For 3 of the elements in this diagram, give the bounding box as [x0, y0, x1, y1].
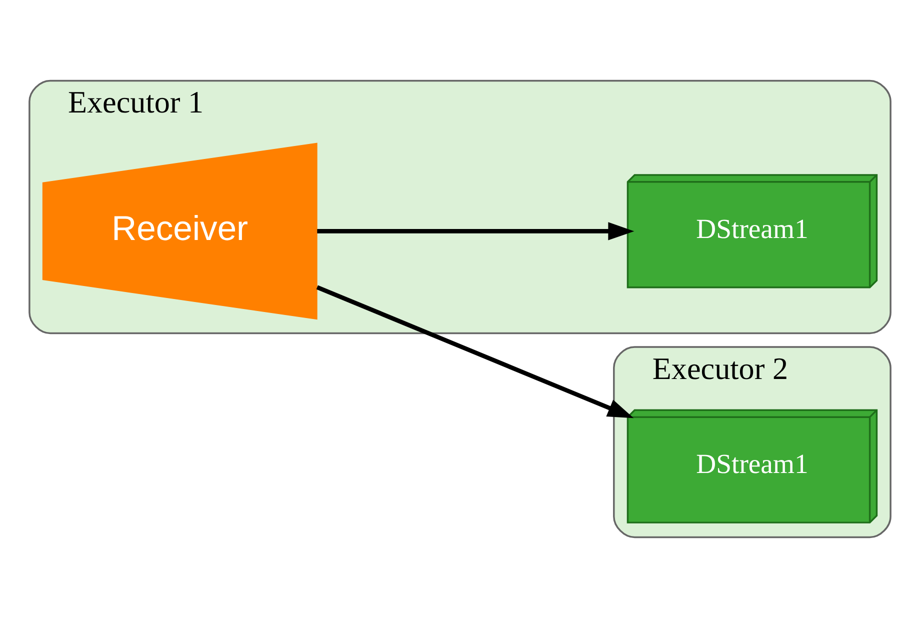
node-box: Receiver [42, 142, 318, 320]
arrow [316, 285, 634, 418]
arrow [317, 222, 634, 240]
